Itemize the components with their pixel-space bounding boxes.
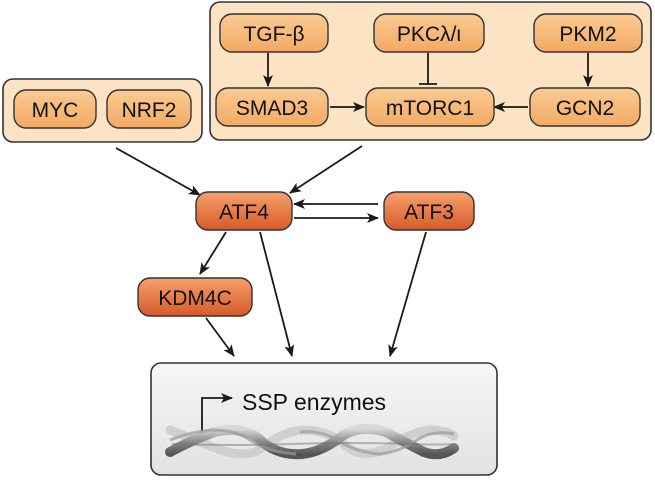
node-gcn2: GCN2	[529, 87, 641, 127]
node-kdm4c: KDM4C	[137, 277, 253, 317]
node-atf3: ATF3	[383, 191, 475, 231]
node-atf4: ATF4	[195, 191, 293, 231]
node-tgfb-label: TGF-β	[243, 23, 304, 46]
node-pkm2-label: PKM2	[559, 23, 616, 46]
edge-atf3-ssp	[388, 231, 427, 357]
node-nrf2-label: NRF2	[122, 99, 177, 122]
target-label: SSP enzymes	[242, 389, 386, 415]
node-gcn2-label: GCN2	[556, 97, 614, 120]
node-atf4-label: ATF4	[219, 201, 269, 224]
node-nrf2: NRF2	[106, 89, 192, 129]
edge-atf4-ssp	[259, 231, 295, 357]
node-myc: MYC	[13, 89, 97, 129]
node-mtorc1-label: mTORC1	[386, 97, 474, 120]
node-kdm4c-label: KDM4C	[158, 287, 232, 310]
edge-left-atf4	[115, 147, 201, 196]
dna-double-helix-icon	[165, 423, 459, 460]
node-pkc-label: PKCλ/ι	[397, 23, 462, 46]
node-myc-label: MYC	[32, 99, 79, 122]
node-tgfb: TGF-β	[219, 13, 329, 53]
edge-top-atf4	[289, 145, 363, 194]
node-smad3-label: SMAD3	[236, 97, 308, 120]
edges	[115, 53, 593, 357]
node-pkm2: PKM2	[533, 13, 643, 53]
node-pkc: PKCλ/ι	[373, 13, 485, 53]
node-atf3-label: ATF3	[404, 201, 454, 224]
edge-atf4-kdm4c	[199, 231, 227, 275]
edge-kdm4c-ssp	[205, 317, 235, 357]
node-mtorc1: mTORC1	[365, 87, 495, 127]
node-smad3: SMAD3	[215, 87, 329, 127]
